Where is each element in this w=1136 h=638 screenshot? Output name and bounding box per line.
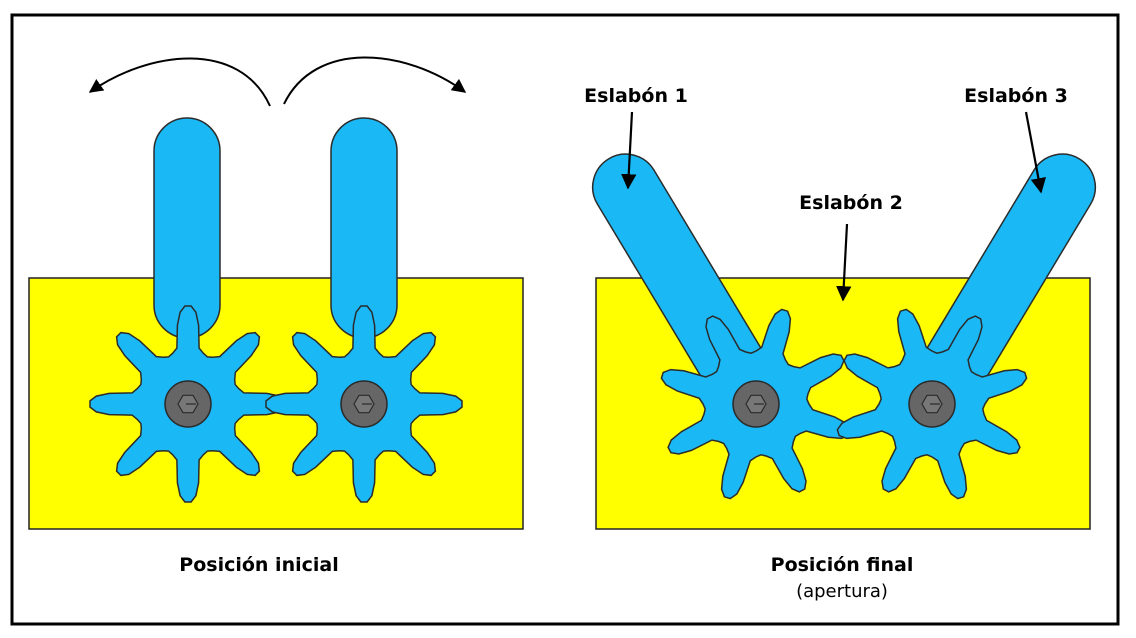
pointer-arrow-link-1 <box>621 111 637 190</box>
right-gear-assembly-final <box>836 153 1097 500</box>
rotation-arrow-right <box>283 56 467 105</box>
pointer-arrow-link-3 <box>1024 111 1047 194</box>
caption-final-subtitle: (apertura) <box>796 581 888 602</box>
right-gear-assembly-initial <box>265 117 463 503</box>
link-arm-right-initial <box>330 117 398 339</box>
pin-left-final <box>732 380 780 428</box>
link-arm-left-initial <box>153 117 221 339</box>
left-gear-assembly-initial <box>89 117 287 503</box>
pin-right-final <box>908 380 956 428</box>
pin-left-initial <box>164 380 212 428</box>
rotation-arrow-left <box>88 57 271 107</box>
caption-final-position: Posición final <box>771 554 914 576</box>
label-link-2: Eslabón 2 <box>799 192 903 214</box>
left-gear-assembly-final <box>591 153 852 500</box>
pin-right-initial <box>340 380 388 428</box>
label-link-3: Eslabón 3 <box>964 85 1068 107</box>
pointer-arrow-link-2 <box>836 223 852 302</box>
caption-initial-position: Posición inicial <box>179 554 338 576</box>
label-link-1: Eslabón 1 <box>584 85 688 107</box>
